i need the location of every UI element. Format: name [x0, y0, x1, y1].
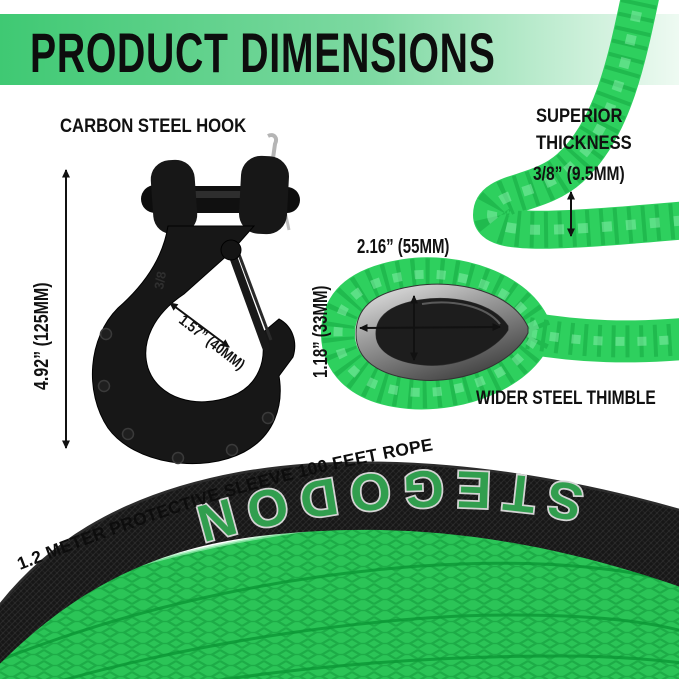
sleeve-top-rim [0, 461, 679, 607]
rope-coil [0, 516, 679, 679]
hook-label: CARBON STEEL HOOK [60, 115, 246, 136]
rope-top-strand [472, 0, 679, 249]
banner-background [0, 14, 679, 85]
latch-spring [235, 248, 273, 341]
sleeve-weave-texture [0, 462, 679, 664]
coil-wrap-lines [0, 561, 679, 679]
hook-body [91, 225, 296, 465]
hook-height-value: 4.92” (125MM) [30, 282, 52, 390]
thimble-inner-sheen [421, 301, 501, 325]
thimble-height-value: 1.18” (33MM) [309, 286, 332, 378]
latch-pivot-knob [220, 239, 242, 261]
clevis-ear-right [239, 155, 289, 235]
thimble-assembly: 2.16” (55MM) 1.18” (33MM) WIDER STEEL TH… [309, 235, 679, 410]
hook-opening-value: 1.57” (40MM) [176, 311, 249, 373]
thimble-width-arrow [359, 323, 501, 332]
thimble-label: WIDER STEEL THIMBLE [476, 386, 656, 408]
hook-opening-arrow [169, 302, 230, 348]
safety-latch [227, 247, 270, 351]
superior-label-line2: THICKNESS [536, 132, 632, 154]
page-title: PRODUCT DIMENSIONS [30, 22, 496, 85]
cotter-pin [267, 133, 279, 181]
thimble-width-value: 2.16” (55MM) [357, 235, 449, 258]
hook-rivets [97, 327, 275, 465]
clevis-ear-left [150, 159, 198, 235]
thickness-value: 3/8” (9.5MM) [533, 163, 625, 185]
hook-figure: CARBON STEEL HOOK 3/8 4.92” (125MM) 1.57… [30, 115, 300, 465]
hook-size-marking: 3/8 [151, 270, 169, 290]
title-banner: PRODUCT DIMENSIONS [0, 14, 679, 85]
superior-label-line1: SUPERIOR [536, 105, 622, 127]
thickness-callout: SUPERIOR THICKNESS 3/8” (9.5MM) [533, 105, 632, 237]
